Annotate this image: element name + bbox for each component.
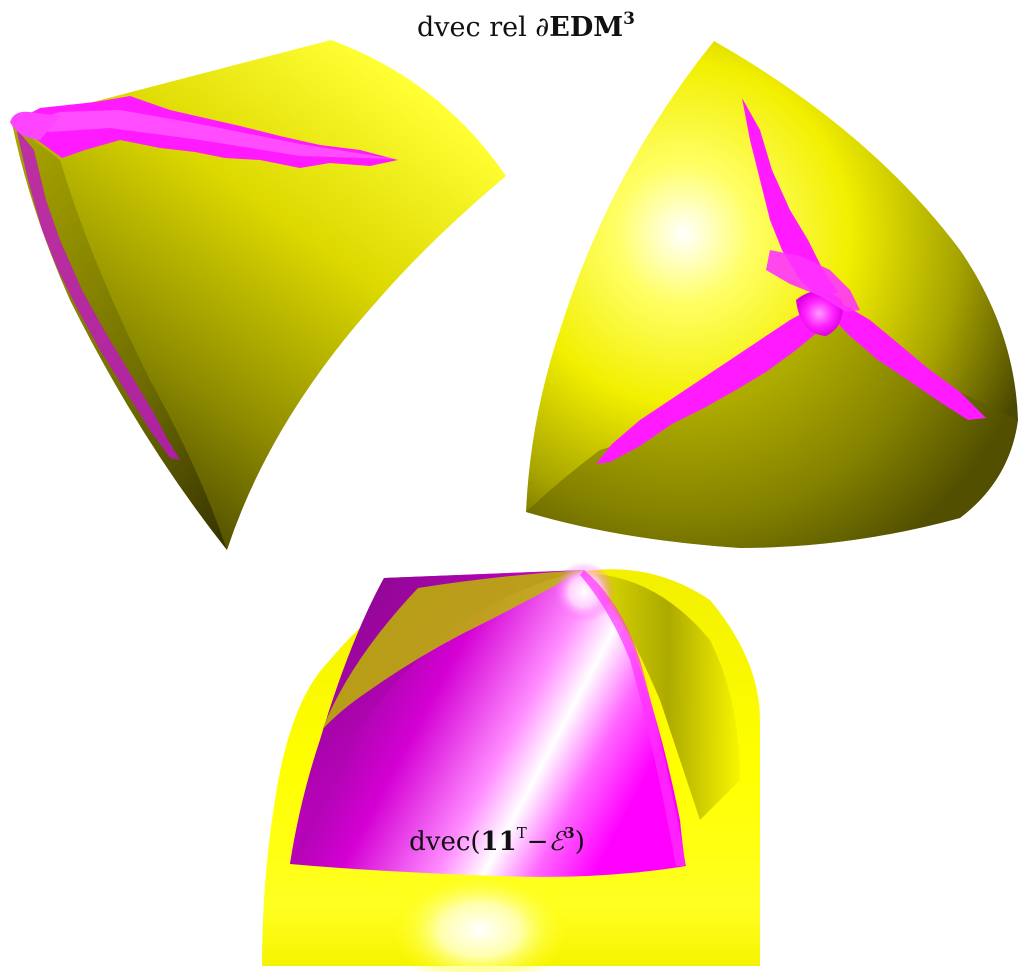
panel-top-left (10, 40, 506, 550)
boundary-shade-right (526, 320, 1018, 548)
inner-label: dvec(11T−ℰ3) (409, 824, 585, 857)
inner-label-minus: − (527, 827, 549, 857)
panel-bottom: dvec(11T−ℰ3) (262, 562, 760, 972)
title-exponent: 3 (623, 9, 635, 29)
boundary-highlight-bottom (390, 870, 570, 972)
inner-edge-right (580, 570, 686, 866)
inner-label-ones: 11 (481, 827, 517, 857)
inner-label-script-e: ℰ (549, 827, 567, 857)
inner-label-transpose: T (517, 824, 527, 842)
inner-pyramid-left-face (290, 570, 584, 864)
boundary-surface-left (12, 40, 506, 550)
title-edm: EDM (549, 12, 623, 43)
cusp-ridge-vertical (16, 128, 180, 460)
yellow-fold-overlay (322, 570, 584, 730)
apex-cap-left (10, 111, 60, 140)
inner-label-prefix: dvec( (409, 827, 480, 857)
figure-title: dvec rel ∂EDM3 (417, 9, 635, 43)
panel-top-right (526, 41, 1018, 548)
apex-speckle-right (766, 250, 860, 312)
cusp-ridge-horizontal-shade (14, 110, 395, 159)
inner-label-suffix: ) (575, 827, 585, 857)
cusp-ridge-right (832, 300, 986, 420)
cusp-ridge-lower-left (596, 300, 830, 464)
svg-text:dvec rel ∂EDM3: dvec rel ∂EDM3 (417, 9, 635, 43)
title-prefix: dvec rel ∂ (417, 12, 549, 43)
inner-label-exponent: 3 (564, 824, 574, 842)
boundary-shade-bottom-right (596, 574, 740, 820)
svg-text:dvec(11T−ℰ3): dvec(11T−ℰ3) (409, 824, 585, 857)
boundary-edge-left (12, 123, 227, 550)
inner-peak-highlight (554, 562, 614, 622)
